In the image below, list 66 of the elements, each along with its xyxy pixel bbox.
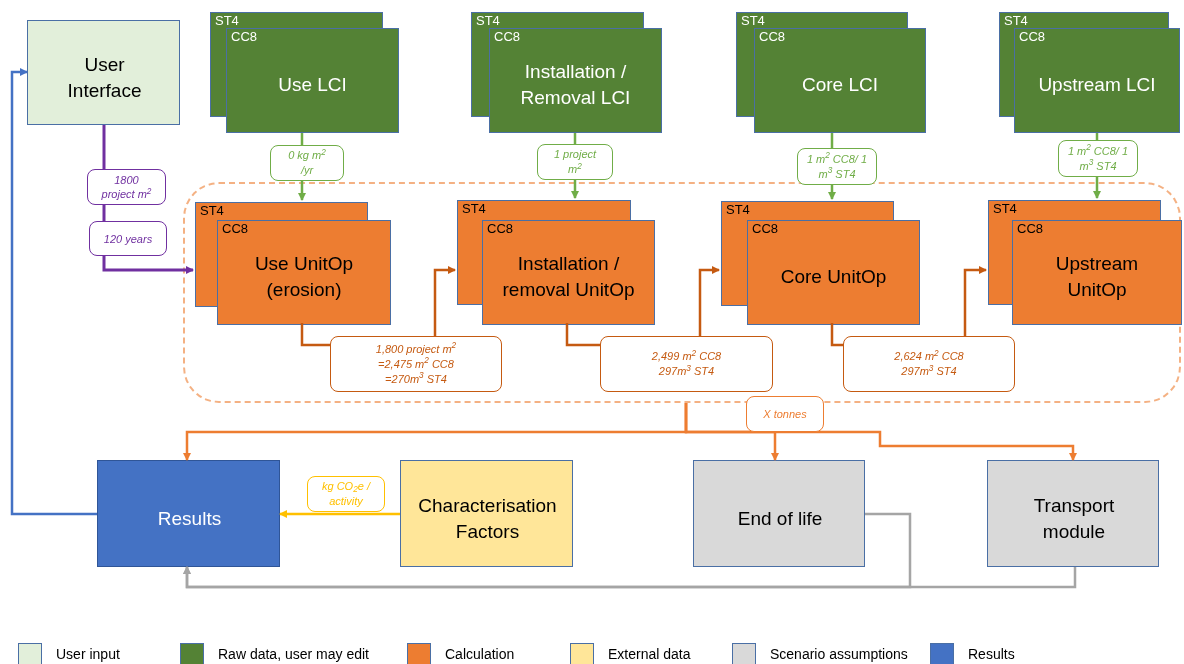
- stacked-process-box: [988, 200, 1182, 325]
- stacked-process-box: [457, 200, 655, 325]
- corner-label: ST4: [726, 202, 750, 218]
- box-label: Upstream UnitOp: [1054, 251, 1140, 302]
- legend-label: User input: [56, 644, 120, 664]
- corner-label: ST4: [741, 13, 765, 29]
- arrow: [684, 403, 1077, 461]
- process-box: [987, 460, 1159, 567]
- box-label: Use LCI: [278, 72, 347, 97]
- input-box: [27, 20, 180, 125]
- corner-label: CC8: [759, 29, 785, 45]
- box-label: Installation / removal UnitOp: [502, 251, 635, 302]
- box-label: Results: [157, 506, 222, 531]
- corner-label: ST4: [200, 203, 224, 219]
- corner-label: CC8: [752, 221, 778, 237]
- box-label: Core UnitOp: [780, 264, 887, 289]
- corner-label: CC8: [1017, 221, 1043, 237]
- results-box: [97, 460, 280, 567]
- legend-label: Results: [968, 644, 1015, 664]
- corner-label: CC8: [1019, 29, 1045, 45]
- box-label: End of life: [737, 506, 823, 531]
- edge-label: 2,624 m$^{2}$ CC8 297m$^{3}$ ST4: [843, 336, 1015, 392]
- stacked-data-box: [736, 12, 926, 133]
- stacked-data-box: [999, 12, 1180, 133]
- box-label: Core LCI: [802, 72, 878, 97]
- box-label: User Interface: [66, 52, 143, 103]
- edge-label: 1 m$^{2}$ CC8/ 1 m$^{3}$ ST4: [797, 148, 877, 185]
- corner-label: ST4: [462, 201, 486, 217]
- corner-label: CC8: [487, 221, 513, 237]
- process-box: [693, 460, 865, 567]
- legend-label: Raw data, user may edit: [218, 644, 369, 664]
- box-label: Characterisation Factors: [417, 493, 558, 544]
- corner-label: CC8: [494, 29, 520, 45]
- stacked-data-box: [471, 12, 662, 133]
- edge-label: kg CO$_{2}$e / activity: [307, 476, 385, 512]
- arrow: [279, 510, 400, 518]
- stacked-process-box: [721, 201, 920, 325]
- stacked-process-box: [195, 202, 391, 325]
- box-label: Upstream LCI: [1038, 72, 1156, 97]
- arrow: [183, 566, 1077, 589]
- value-label: 120 years: [103, 231, 153, 246]
- edge-label: 1 m$^{2}$ CC8/ 1 m$^{3}$ ST4: [1058, 140, 1138, 177]
- edge-label: X tonnes: [746, 396, 824, 432]
- corner-label: ST4: [1004, 13, 1028, 29]
- edge-label: 2,499 m$^{2}$ CC8 297m$^{3}$ ST4: [600, 336, 773, 392]
- corner-label: CC8: [222, 221, 248, 237]
- edge-label: 1,800 project m$^{2}$ =2,475 m$^{2}$ CC8 =270m$^{3}$ ST4: [330, 336, 502, 392]
- value-box: [87, 169, 166, 205]
- corner-label: CC8: [231, 29, 257, 45]
- box-label: Transport module: [1032, 493, 1116, 544]
- edge-label: 1 project m$^{2}$: [537, 144, 613, 180]
- legend-label: Scenario assumptions: [770, 644, 908, 664]
- legend-label: External data: [608, 644, 691, 664]
- data-box: [400, 460, 573, 567]
- corner-label: ST4: [476, 13, 500, 29]
- arrow: [102, 256, 194, 274]
- corner-label: ST4: [215, 13, 239, 29]
- value-box: [89, 221, 167, 256]
- stacked-data-box: [210, 12, 399, 133]
- box-label: Use UnitOp (erosion): [253, 251, 355, 302]
- arrow: [10, 68, 97, 516]
- box-label: Installation / Removal LCI: [519, 59, 632, 110]
- value-label: 1800 project m$^{2}$: [100, 173, 153, 201]
- corner-label: ST4: [993, 201, 1017, 217]
- legend-label: Calculation: [445, 644, 515, 664]
- edge-label: 0 kg m$^{2}$ /yr: [270, 145, 344, 181]
